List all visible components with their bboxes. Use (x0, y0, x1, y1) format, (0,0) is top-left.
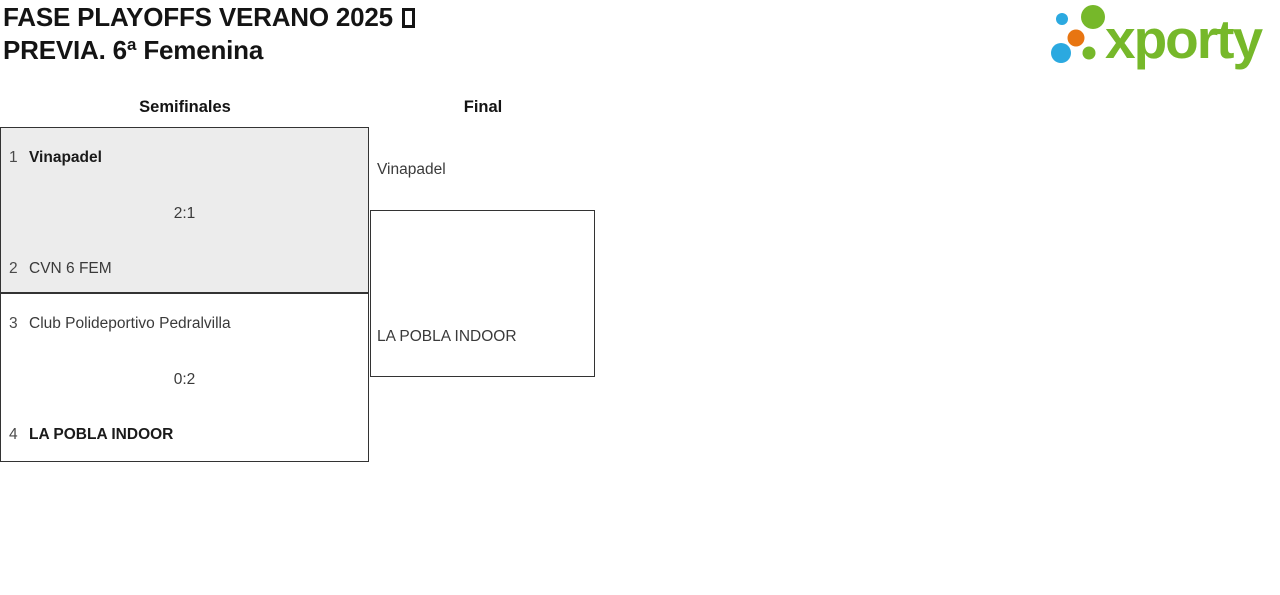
round-header-semifinales: Semifinales (139, 98, 231, 116)
team-name: LA POBLA INDOOR (29, 426, 174, 443)
match-final[interactable] (370, 210, 595, 377)
match-semifinal-2[interactable]: 3 Club Polideportivo Pedralvilla 0:2 4 L… (0, 293, 369, 462)
logo-dot-blue-large (1051, 43, 1071, 63)
page-title-line1: FASE PLAYOFFS VERANO 2025 (3, 1, 415, 34)
team-seed: 4 (9, 426, 18, 443)
xporty-logo[interactable]: xporty (1043, 0, 1279, 73)
team-name: CVN 6 FEM (29, 260, 112, 277)
logo-dot-green-small (1082, 46, 1096, 60)
final-team-top: Vinapadel (377, 161, 446, 178)
round-header-final: Final (463, 98, 503, 116)
match1-team-top: 1 Vinapadel (9, 148, 362, 168)
team-name: Vinapadel (29, 149, 102, 166)
match1-team-bottom: 2 CVN 6 FEM (9, 259, 362, 279)
team-name: Club Polideportivo Pedralvilla (29, 315, 231, 332)
match2-team-top: 3 Club Polideportivo Pedralvilla (9, 314, 362, 334)
match2-score: 0:2 (173, 371, 196, 388)
page-title-line2: PREVIA. 6ª Femenina (3, 35, 264, 65)
logo-wordmark: xporty (1105, 8, 1264, 70)
match1-score: 2:1 (173, 205, 196, 222)
logo-dot-orange (1067, 29, 1085, 47)
missing-glyph-icon (401, 8, 415, 28)
page-title-line1-text: FASE PLAYOFFS VERANO 2025 (3, 2, 393, 32)
match-semifinal-1[interactable]: 1 Vinapadel 2:1 2 CVN 6 FEM (0, 127, 369, 293)
logo-dot-blue-small (1056, 13, 1068, 25)
final-team-bottom: LA POBLA INDOOR (377, 328, 517, 345)
logo-dot-green-large (1081, 5, 1105, 29)
match2-team-bottom: 4 LA POBLA INDOOR (9, 425, 362, 445)
team-seed: 3 (9, 315, 18, 332)
team-seed: 2 (9, 260, 18, 277)
page-title: FASE PLAYOFFS VERANO 2025 PREVIA. 6ª Fem… (3, 1, 415, 67)
team-seed: 1 (9, 149, 18, 166)
